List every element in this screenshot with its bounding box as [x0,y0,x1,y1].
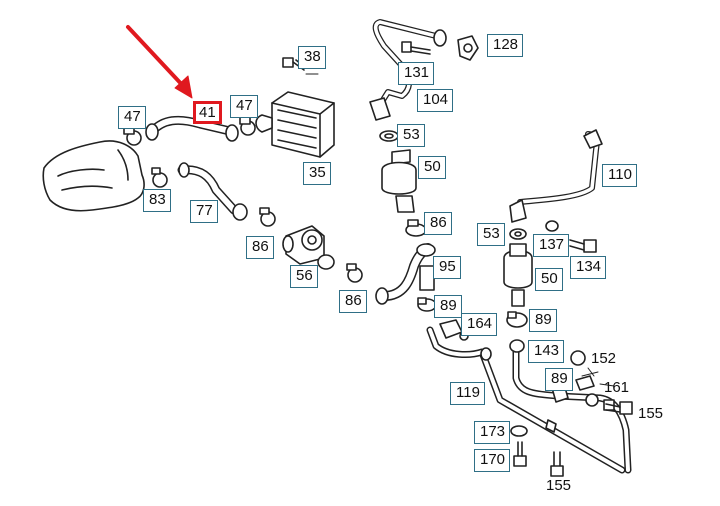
pipe-110 [509,129,603,223]
callout-89-right[interactable]: 89 [529,309,557,332]
callout-131[interactable]: 131 [398,62,435,85]
callout-77[interactable]: 77 [190,200,218,223]
callout-143[interactable]: 143 [528,340,565,363]
washer-53-right [509,228,527,240]
callout-86-middle[interactable]: 86 [339,290,367,313]
callout-86-right[interactable]: 86 [424,212,452,235]
callout-161[interactable]: 161 [604,379,630,396]
bolt-131 [401,41,431,55]
callout-173[interactable]: 173 [474,421,511,444]
callout-164[interactable]: 164 [461,313,498,336]
nut-137 [545,220,559,232]
callout-155-right[interactable]: 155 [638,405,664,422]
pointer-arrow-icon [126,25,193,99]
bolt-170 [513,441,527,467]
clamp-89-right [506,311,528,328]
callout-47-left[interactable]: 47 [118,106,146,129]
callout-89-lower[interactable]: 89 [545,368,573,391]
engine-block [42,140,145,212]
leader-lines [587,367,615,387]
callout-110[interactable]: 110 [602,164,637,187]
check-valve-50-top [381,149,417,213]
pipe-119 [426,326,632,474]
clamp-47-right [239,116,256,136]
callout-134[interactable]: 134 [570,256,607,279]
bracket-lower [545,419,557,433]
callout-104[interactable]: 104 [417,89,454,112]
clamp-83 [151,167,168,188]
callout-137[interactable]: 137 [533,234,570,257]
callout-170[interactable]: 170 [474,449,511,472]
washer-173 [510,425,528,437]
callout-53-right[interactable]: 53 [477,223,505,246]
hose-77 [177,162,248,221]
callout-41-highlighted[interactable]: 41 [193,101,222,124]
washer-53-top [379,130,399,142]
fitting-143 [509,339,525,353]
valve-56 [282,225,335,270]
callout-83[interactable]: 83 [143,189,171,212]
bolt-155-bottom [550,451,564,477]
callout-50-top[interactable]: 50 [418,156,446,179]
clamp-86-right [405,219,427,237]
fitting-164 [439,319,469,341]
clamp-47-left [123,126,142,146]
callout-89-left[interactable]: 89 [434,295,462,318]
callout-119[interactable]: 119 [450,382,485,405]
callout-155-bottom[interactable]: 155 [546,477,572,494]
check-valve-50-right [503,243,533,307]
callout-152[interactable]: 152 [591,350,617,367]
callout-47-right[interactable]: 47 [230,95,258,118]
hose-41 [145,115,239,142]
air-pump-35 [255,91,335,158]
callout-95[interactable]: 95 [433,256,461,279]
fitting-152 [570,350,586,366]
bolt-155-right [605,401,633,415]
bolt-134 [569,239,597,253]
callout-38[interactable]: 38 [298,46,326,69]
callout-35[interactable]: 35 [303,162,331,185]
callout-53-top[interactable]: 53 [397,124,425,147]
hose-95 [375,243,436,305]
clamp-86-upper [259,207,276,227]
gasket-128 [457,35,479,61]
callout-56[interactable]: 56 [290,265,318,288]
clamp-86-middle [346,263,363,283]
callout-50-right[interactable]: 50 [535,268,563,291]
callout-128[interactable]: 128 [487,34,524,57]
callout-86-upper[interactable]: 86 [246,236,274,259]
